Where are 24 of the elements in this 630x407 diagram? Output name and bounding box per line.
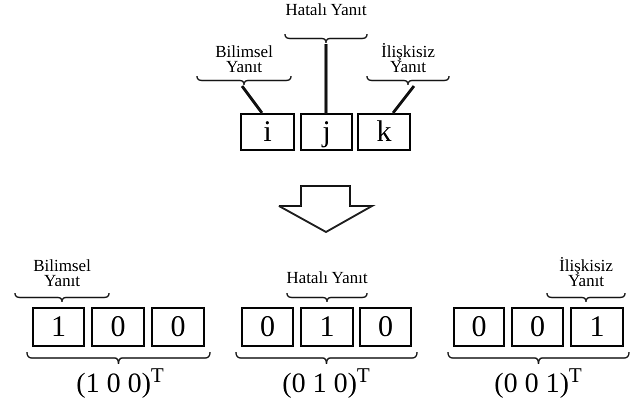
vector-cell: 0: [453, 307, 505, 347]
response-label: İlişkisiz Yanıt: [558, 258, 614, 292]
leader-line: [240, 85, 264, 114]
response-label: Hatalı Yanıt: [284, 2, 368, 21]
vector-cell: j: [300, 113, 353, 151]
vector-expression: (0 0 1)$^{T}$: [493, 364, 583, 401]
response-label: Bilimsel Yanıt: [214, 44, 274, 76]
vector-cell: k: [357, 113, 411, 151]
vector-cell: 1: [300, 307, 354, 347]
vector-expression: (1 0 0)$^{T}$: [75, 364, 165, 401]
vector-cell: 0: [91, 307, 145, 347]
vector-expression: (0 1 0)$^{T}$: [281, 364, 371, 401]
vector-cell: i: [240, 113, 295, 151]
vector-cell: 0: [241, 307, 294, 347]
leader-line: [392, 85, 416, 114]
vector-cell: 0: [511, 307, 564, 347]
vector-cell: 1: [32, 307, 85, 347]
response-label: İlişkisiz Yanıt: [380, 44, 436, 76]
response-label: Bilimsel Yanıt: [32, 258, 92, 292]
vector-cell: 1: [570, 307, 624, 347]
leader-line: [324, 44, 328, 113]
vector-cell: 0: [359, 307, 412, 347]
response-label: Hatalı Yanıt: [286, 270, 368, 289]
vector-cell: 0: [151, 307, 205, 347]
